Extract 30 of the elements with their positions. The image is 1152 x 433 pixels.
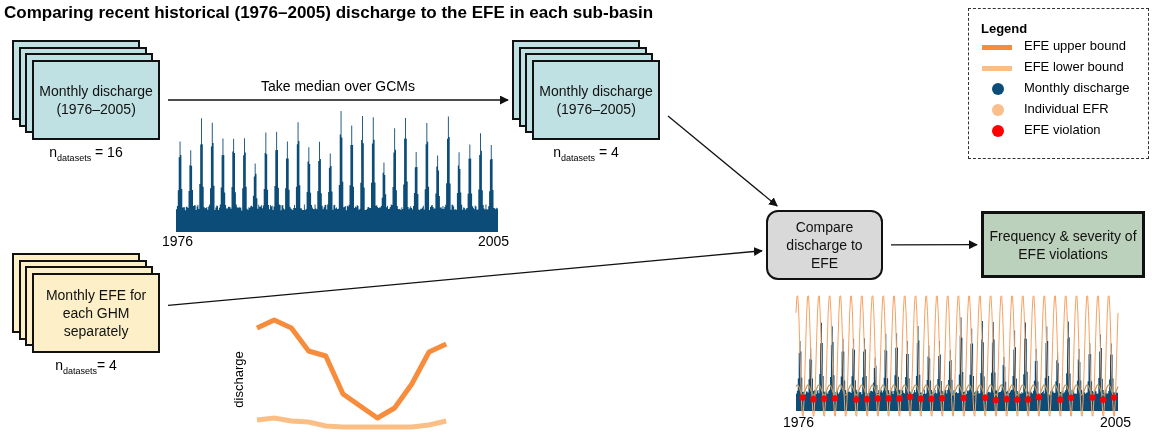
dataset-count: n$_{datasets}$ = 4: [552, 144, 620, 163]
process-box: [766, 210, 883, 280]
legend-label: EFE lower bound: [1024, 59, 1124, 74]
box-text: Monthly EFE for each GHM separately: [44, 286, 148, 341]
legend-label: EFE violation: [1024, 122, 1101, 137]
axis-year-label: 2005: [1100, 414, 1132, 430]
box-text: Compare discharge to EFE: [785, 218, 864, 272]
edge-label: Take median over GCMs: [259, 78, 417, 94]
stacked-document-box: [12, 40, 160, 140]
legend-heading: Legend: [981, 21, 1028, 36]
title: Comparing recent historical (1976–2005) discharge to the EFE in each sub-basin: [4, 3, 654, 23]
box-text: Frequency & severity of EFE violations: [988, 226, 1138, 263]
legend-label: Individual EFR: [1024, 101, 1109, 116]
box-text: Monthly discharge (1976–2005): [38, 82, 154, 119]
dataset-count: n$_{datasets}$= 4: [54, 357, 118, 376]
axis-year-label: 1976: [783, 414, 815, 430]
arrow: [667, 115, 778, 207]
dataset-count: n$_{datasets}$ = 16: [48, 144, 124, 163]
arrow: [890, 240, 978, 250]
box-text: Monthly discharge (1976–2005): [538, 82, 654, 119]
legend-label: EFE upper bound: [1024, 38, 1126, 53]
result-box: [981, 211, 1145, 278]
axis-label: discharge: [230, 350, 246, 410]
arrow: [167, 95, 509, 105]
stacked-document-box: [512, 40, 660, 140]
axis-year-label: 1976: [162, 233, 194, 249]
axis-year-label: 2005: [478, 233, 510, 249]
arrow: [167, 247, 763, 307]
legend-label: Monthly discharge: [1024, 80, 1130, 95]
stacked-document-box: [12, 253, 160, 353]
